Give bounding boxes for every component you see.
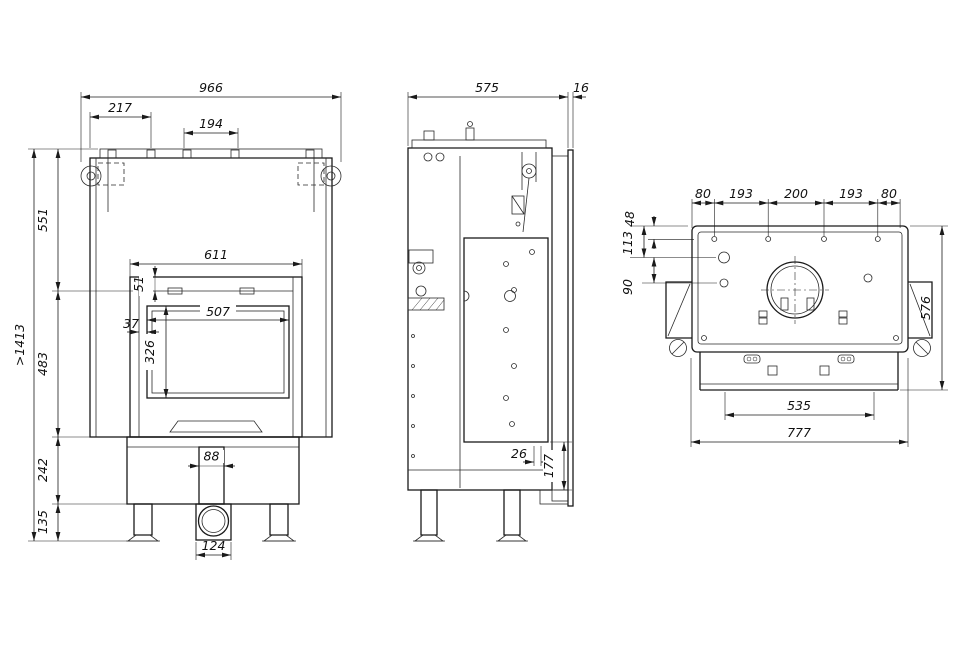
front-view <box>80 148 342 542</box>
dim-front-chute-width: 88 <box>204 449 220 464</box>
side-legs <box>413 489 528 542</box>
rear-latch-marks <box>758 310 848 325</box>
rear-dimension-labels: 80 193 200 193 80 48 113 90 576 535 777 <box>620 186 933 440</box>
rear-bolts <box>701 236 899 341</box>
side-rear-plate <box>567 149 574 507</box>
front-hinge-rollers <box>80 162 342 187</box>
dim-rear-inner-width: 535 <box>787 398 811 413</box>
side-body <box>407 147 553 491</box>
dim-front-frame-top: 51 <box>131 276 146 292</box>
dim-front-glass-height: 326 <box>142 340 157 364</box>
side-top-plate <box>411 139 547 149</box>
front-handle <box>169 420 263 433</box>
dim-rear-total-width: 777 <box>787 425 811 440</box>
side-rear-bracket <box>539 489 569 505</box>
front-top-plate <box>99 148 323 159</box>
dim-rear-span-center: 200 <box>784 186 808 201</box>
side-pulley-mechanism <box>511 152 537 233</box>
side-view <box>407 121 574 542</box>
side-edge-bolts <box>411 334 415 458</box>
dim-front-left-offset: 217 <box>108 100 132 115</box>
front-legs <box>126 503 296 542</box>
side-hinge <box>407 249 445 311</box>
rear-feet <box>669 339 931 357</box>
dim-side-rear-height: 177 <box>541 454 556 478</box>
dim-rear-span-right: 193 <box>839 186 863 201</box>
front-door-hinge-right <box>239 287 255 295</box>
rear-lower-tray <box>699 352 899 391</box>
dim-side-bottom-gap: 26 <box>511 446 527 461</box>
side-panel-bolts <box>463 249 535 427</box>
front-dimension-labels: 966 217 194 551 483 242 135 >1413 611 51… <box>12 80 236 553</box>
side-top-fittings <box>423 121 475 162</box>
front-outlet-box <box>195 503 232 541</box>
dim-front-inner-width: 611 <box>204 247 228 262</box>
dim-front-frame-side: 37 <box>123 316 139 331</box>
dim-rear-edge-right: 80 <box>881 186 897 201</box>
side-dimension-lines <box>407 92 586 491</box>
dim-side-plate-thickness: 16 <box>573 80 589 95</box>
dim-rear-hole2-offset: 90 <box>620 279 635 295</box>
front-top-clips <box>107 149 315 159</box>
front-door-hinge-left <box>167 287 183 295</box>
dim-front-mid-height: 483 <box>35 352 50 376</box>
dim-rear-span-left: 193 <box>729 186 753 201</box>
dim-front-total-height: >1413 <box>12 324 27 366</box>
dim-front-leg-height: 135 <box>35 510 50 534</box>
dim-side-depth: 575 <box>475 80 499 95</box>
front-outlet-circle <box>197 505 230 537</box>
dim-front-glass-width: 507 <box>206 304 230 319</box>
dim-front-top-center: 194 <box>199 116 223 131</box>
rear-side-wings <box>665 281 933 339</box>
side-dimension-labels: 575 16 26 177 <box>475 80 589 482</box>
dim-front-outlet-width: 124 <box>202 538 226 553</box>
side-rear-strip <box>551 155 569 502</box>
front-body <box>89 157 333 438</box>
side-inner-panel <box>463 237 549 443</box>
rear-dimension-lines <box>630 199 948 447</box>
dim-rear-edge-left: 80 <box>695 186 711 201</box>
front-dimension-lines <box>28 92 342 560</box>
rear-view <box>665 225 933 391</box>
dim-rear-depth: 576 <box>918 296 933 320</box>
dim-front-upper-height: 551 <box>35 208 50 232</box>
dim-front-base-height: 242 <box>35 458 50 482</box>
dim-front-total-width: 966 <box>199 80 223 95</box>
dim-rear-hole1-offset: 113 <box>620 231 635 255</box>
dim-rear-top-inset: 48 <box>622 211 637 227</box>
rear-panel <box>691 225 909 353</box>
